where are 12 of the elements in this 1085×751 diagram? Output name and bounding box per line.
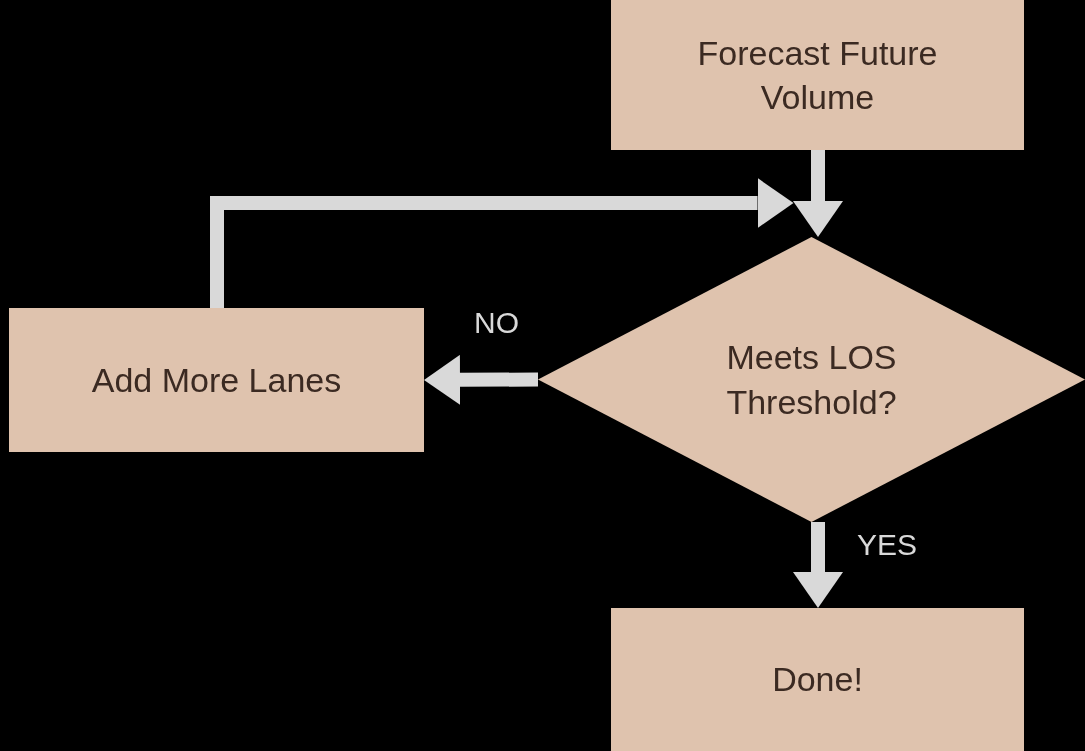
arrow	[793, 522, 843, 608]
process-box	[9, 308, 424, 452]
node-label: Add More Lanes	[91, 359, 342, 401]
decision-diamond	[538, 237, 1085, 522]
node-label: Done!	[772, 659, 863, 701]
node-label: Meets LOS Threshold?	[725, 337, 898, 423]
node-label: Forecast Future Volume	[696, 32, 939, 118]
arrow	[210, 178, 794, 308]
arrow	[424, 354, 539, 405]
process-box	[611, 0, 1024, 150]
arrow	[793, 150, 843, 237]
process-box	[611, 608, 1024, 751]
